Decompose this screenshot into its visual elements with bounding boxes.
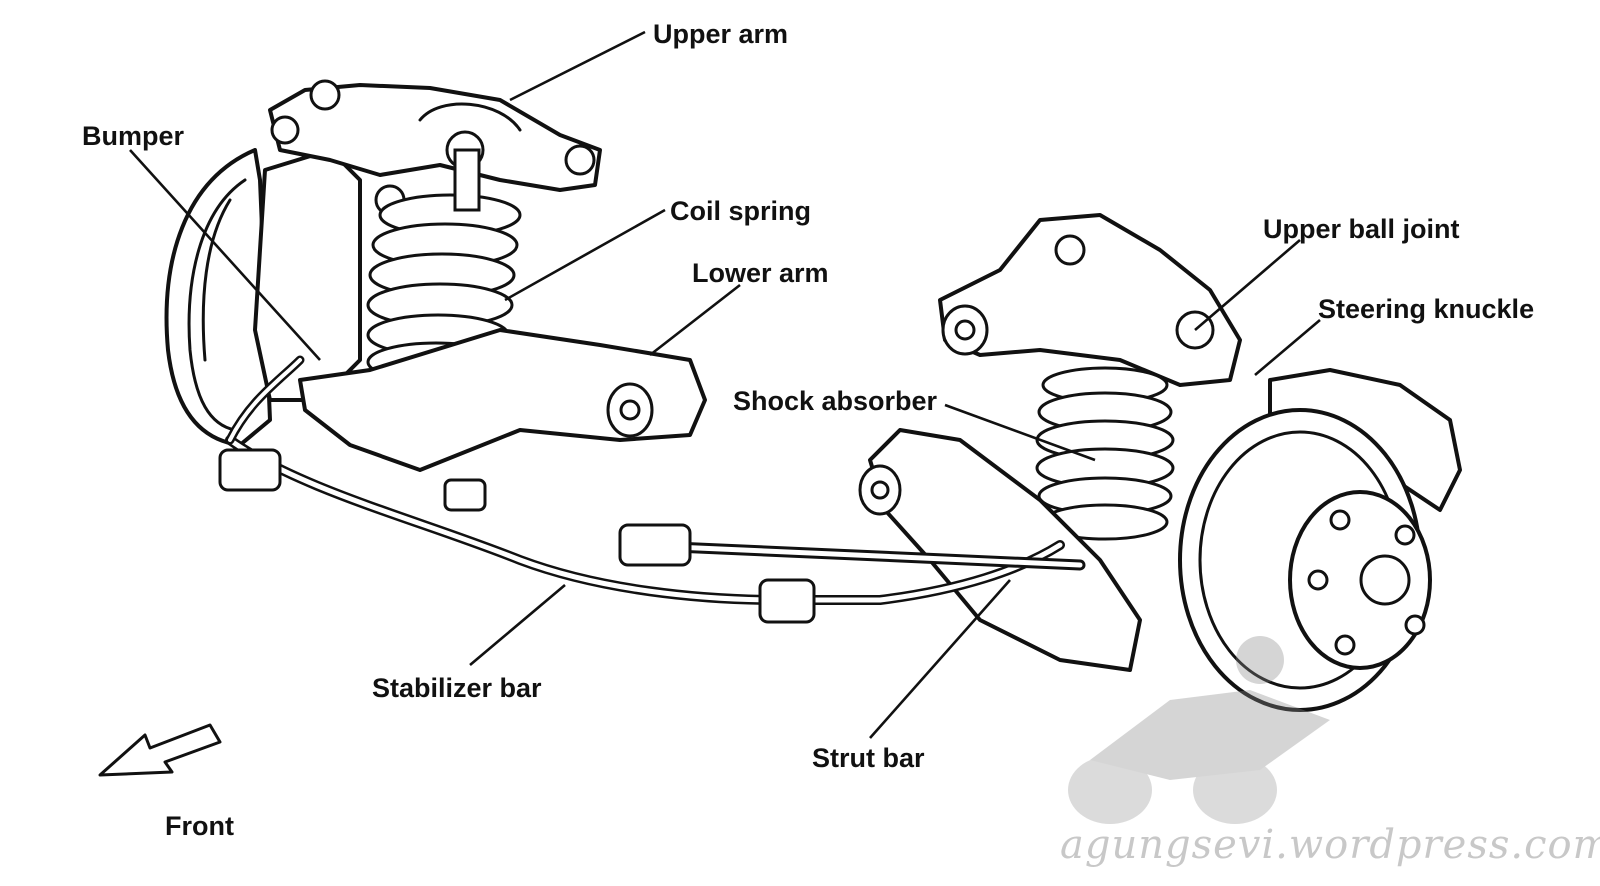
leader-upper-arm — [509, 30, 646, 102]
right-upper-arm — [938, 213, 1242, 387]
right-brake-disc — [1178, 408, 1432, 712]
label-upper-ball-joint: Upper ball joint — [1263, 214, 1460, 244]
label-upper-arm: Upper arm — [653, 19, 788, 49]
right-lower-arm — [858, 428, 1142, 672]
arrow-front-left-icon — [98, 723, 222, 777]
motorbike-watermark-icon — [1068, 636, 1330, 824]
right-suspension-assembly — [858, 213, 1462, 712]
label-bumper: Bumper — [82, 121, 185, 151]
leader-lines — [129, 30, 1321, 739]
stabilizer-bar-shape — [218, 355, 1065, 624]
leader-strut-bar — [869, 579, 1011, 739]
strut-bar-shape — [618, 523, 1086, 571]
leader-stabilizer-bar — [469, 584, 566, 666]
leader-upper-ball-joint — [1194, 239, 1301, 331]
leader-shock-absorber — [944, 403, 1096, 462]
label-front: Front — [165, 811, 234, 841]
leader-lower-arm — [649, 283, 741, 357]
label-shock-absorber: Shock absorber — [733, 386, 938, 416]
label-coil-spring: Coil spring — [670, 196, 811, 226]
watermark-text: agungsevi.wordpress.com — [1060, 822, 1600, 868]
left-knuckle — [253, 148, 362, 402]
part-labels: Upper arm Bumper Coil spring Lower arm U… — [82, 19, 1534, 841]
label-strut-bar: Strut bar — [812, 743, 925, 773]
watermark: agungsevi.wordpress.com — [1060, 636, 1600, 868]
leader-bumper — [129, 149, 321, 361]
left-suspension-assembly — [164, 79, 707, 472]
leader-steering-knuckle — [1254, 319, 1321, 376]
leader-coil-spring — [504, 208, 666, 302]
label-lower-arm: Lower arm — [692, 258, 829, 288]
label-steering-knuckle: Steering knuckle — [1318, 294, 1534, 324]
left-upper-arm — [268, 79, 602, 216]
left-lower-arm — [298, 328, 707, 472]
left-brake-disc — [164, 148, 272, 447]
label-stabilizer-bar: Stabilizer bar — [372, 673, 542, 703]
right-coil-spring — [1035, 366, 1175, 541]
